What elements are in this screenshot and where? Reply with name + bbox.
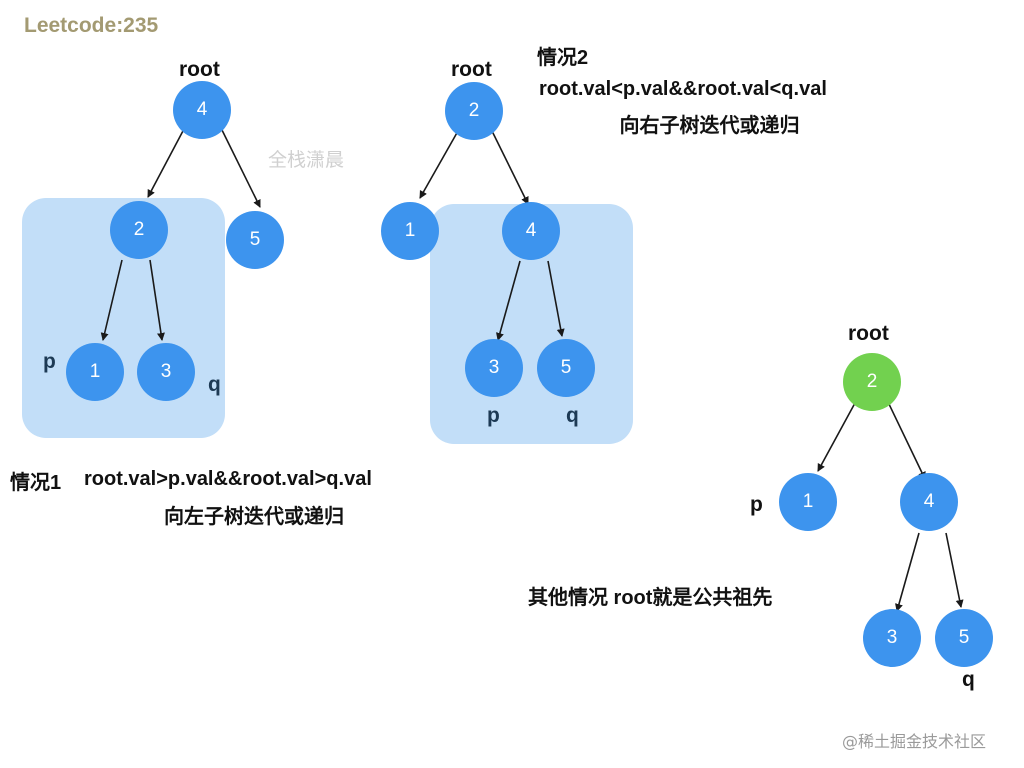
case1-condition: root.val>p.val&&root.val>q.val: [84, 468, 372, 490]
case3-q-label: q: [962, 668, 975, 691]
case2-edge-root-right: [491, 130, 529, 205]
case3-p-label: p: [750, 493, 763, 516]
case3-edge-right-right: [945, 532, 964, 608]
case2-node-right-right: 5: [537, 339, 595, 397]
case1-edge-left-right: [149, 259, 165, 341]
case1-node-right: 5: [226, 211, 284, 269]
case3-edge-root-left: [817, 402, 856, 472]
case1-node-left-right: 3: [137, 343, 195, 401]
case3-node-root: 2: [843, 353, 901, 411]
case1-node-root: 4: [173, 81, 231, 139]
platform-watermark: @稀土掘金技术社区: [842, 732, 987, 751]
case2-node-root: 2: [445, 82, 503, 140]
diagram-title: Leetcode:235: [24, 14, 159, 37]
case1-edge-root-right: [220, 127, 261, 208]
case3-node-right-left: 3: [863, 609, 921, 667]
case2-action: 向右子树迭代或递归: [619, 115, 800, 137]
case3-caption: 其他情况 root就是公共祖先: [528, 587, 773, 609]
case3-edge-right-left: [895, 532, 920, 612]
case2-root-label: root: [451, 58, 492, 81]
case1-caption-title: 情况1: [10, 472, 62, 494]
case2-condition: root.val<p.val&&root.val<q.val: [539, 78, 827, 100]
case1-p-label: p: [43, 350, 56, 373]
case2-title: 情况2: [537, 47, 589, 69]
case2-edge-right-left: [496, 260, 521, 341]
case1-q-label: q: [208, 373, 221, 396]
case1-root-label: root: [179, 58, 220, 81]
case2-node-right: 4: [502, 202, 560, 260]
case1-node-left-left: 1: [66, 343, 124, 401]
case2-node-left: 1: [381, 202, 439, 260]
case3-edge-root-right: [887, 401, 926, 480]
case2-edge-right-right: [547, 260, 565, 337]
case1-edge-left-left: [100, 259, 123, 341]
case3-node-right-right: 5: [935, 609, 993, 667]
case1-action: 向左子树迭代或递归: [164, 506, 344, 528]
author-watermark: 全栈潇晨: [268, 149, 345, 171]
case3-node-left: 1: [779, 473, 837, 531]
case1-edge-root-left: [147, 128, 185, 198]
case2-p-label: p: [487, 404, 500, 427]
case3-node-right: 4: [900, 473, 958, 531]
case2-edge-root-left: [419, 130, 459, 199]
case1-node-left: 2: [110, 201, 168, 259]
case3-root-label: root: [848, 322, 889, 345]
case2-q-label: q: [566, 404, 579, 427]
case2-node-right-left: 3: [465, 339, 523, 397]
